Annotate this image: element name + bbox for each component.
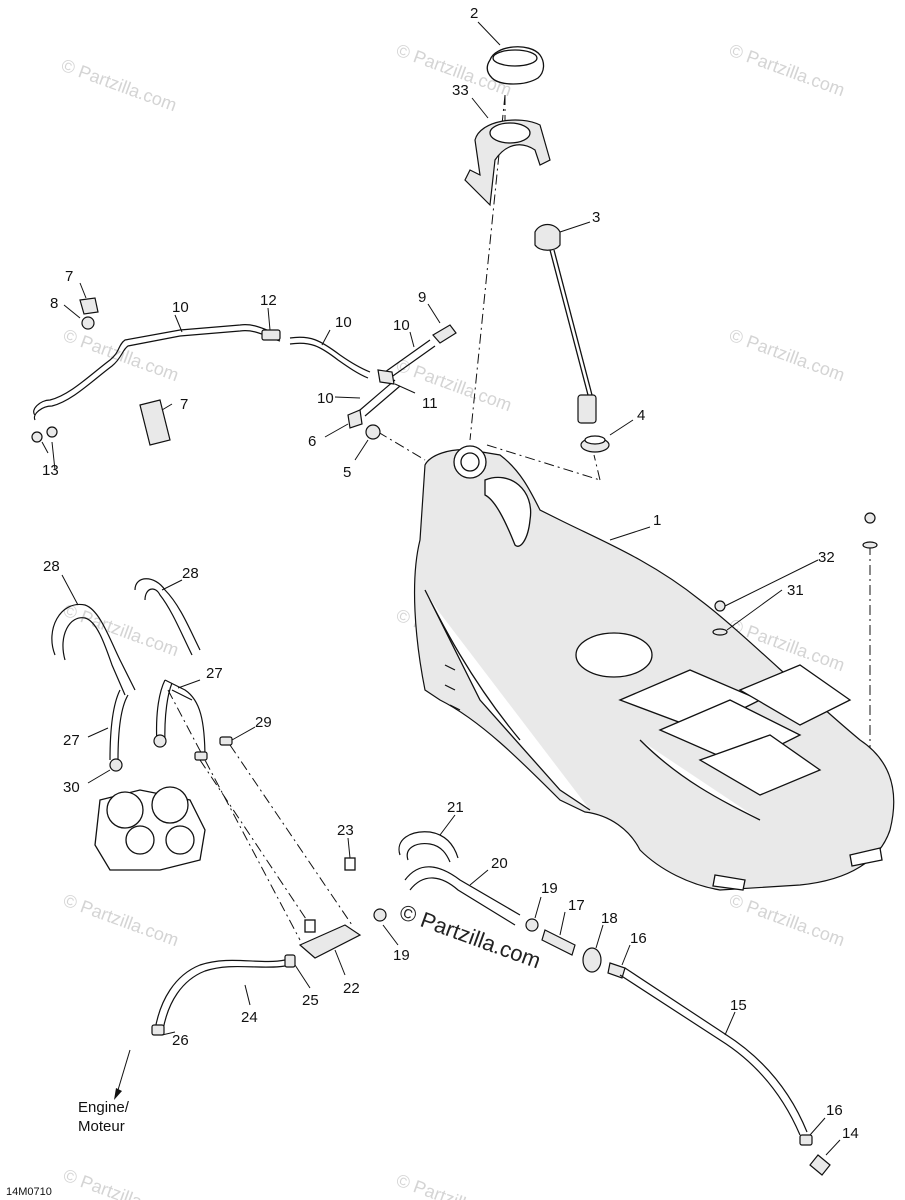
callout-16: 16 [630,930,647,947]
cap-bracket[interactable] [464,119,551,207]
callout-31: 31 [787,582,804,599]
callout-20: 20 [491,855,508,872]
callout-21: 21 [447,799,464,816]
callout-13: 13 [42,462,59,479]
callout-11: 11 [422,395,438,412]
elbow-fitting[interactable] [347,409,363,429]
fuel-filter[interactable] [541,929,576,956]
callout-14: 14 [842,1125,859,1142]
callout-30: 30 [63,779,80,796]
callout-10: 10 [335,314,352,331]
callout-27: 27 [206,665,223,682]
watermark: © Partzilla.com [394,355,515,415]
carb-vent-hoses[interactable] [51,578,233,772]
fuel-shutoff-valve[interactable] [298,857,362,959]
callout-19: 19 [541,880,558,897]
fuel-tank[interactable] [413,445,895,891]
callout-23: 23 [337,822,354,839]
callout-labels: 2 33 3 4 1 7 8 10 12 10 10 9 10 11 6 5 7… [42,5,859,1142]
watermark: © Partzilla.com [61,600,182,660]
callout-7: 7 [180,396,188,413]
callout-29: 29 [255,714,272,731]
callout-15: 15 [730,997,747,1014]
vent-connector[interactable] [261,329,281,341]
callout-12: 12 [260,292,277,309]
filler-cap[interactable] [486,46,545,85]
engine-fuel-hose[interactable] [151,954,296,1036]
vent-hoses[interactable] [33,324,457,440]
engine-label: Engine/ [78,1099,130,1116]
callout-5: 5 [343,464,351,481]
watermark: © Partzilla.com [59,55,180,115]
diagram-code: 14M0710 [6,1186,52,1198]
callout-19: 19 [393,947,410,964]
callout-7: 7 [65,268,73,285]
callout-10: 10 [393,317,410,334]
callout-28: 28 [43,558,60,575]
callout-33: 33 [452,82,469,99]
callout-3: 3 [592,209,600,226]
fuel-line[interactable] [373,831,626,979]
callout-25: 25 [302,992,319,1009]
callout-9: 9 [418,289,426,306]
filter-grommet[interactable] [582,947,602,973]
callout-28: 28 [182,565,199,582]
callout-8: 8 [50,295,58,312]
callout-16: 16 [826,1102,843,1119]
callout-32: 32 [818,549,835,566]
fuel-pickup-hose[interactable] [619,967,831,1176]
leader-lines [41,21,841,1156]
callout-27: 27 [63,732,80,749]
watermark: © Partzilla.com [727,40,848,100]
callout-18: 18 [601,910,618,927]
callout-17: 17 [568,897,585,914]
moteur-label: Moteur [78,1118,125,1135]
watermark: © Partzilla.com [394,1170,515,1200]
tee-fitting[interactable] [377,369,395,385]
callout-26: 26 [172,1032,189,1049]
callout-10: 10 [317,390,334,407]
fuel-level-sender[interactable] [534,223,597,424]
callout-1: 1 [653,512,661,529]
callout-10: 10 [172,299,189,316]
tank-handle [484,476,532,547]
partzilla-watermark: © Partzilla.com [396,899,544,973]
check-valve[interactable] [432,324,457,344]
callout-2: 2 [470,5,478,22]
watermark: © Partzilla.com [727,325,848,385]
watermark: © Partzilla.com [61,890,182,950]
callout-4: 4 [637,407,645,424]
sender-grommet[interactable] [580,435,610,453]
watermark: © Partzilla.com [727,890,848,950]
callout-6: 6 [308,433,316,450]
watermark: © Partzilla.com [61,1165,182,1200]
fitting-grommet[interactable] [365,424,381,440]
callout-22: 22 [343,980,360,997]
hose-clips[interactable] [31,297,171,446]
callout-24: 24 [241,1009,258,1026]
fuel-pump-flange [575,632,653,678]
carburetors [94,786,206,871]
